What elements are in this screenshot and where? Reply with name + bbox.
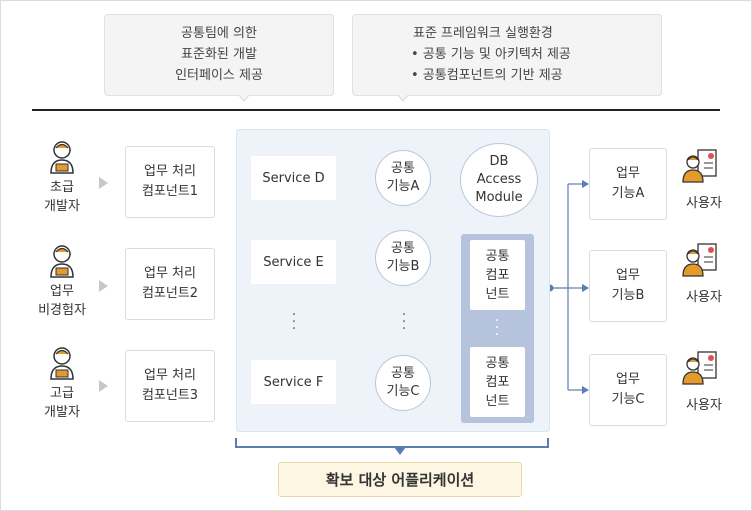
user-label: 사용자 — [686, 398, 722, 413]
callout-tail — [397, 94, 409, 102]
developer-row-1: 초급 개발자 — [32, 140, 92, 216]
arrow-right-icon — [99, 177, 108, 189]
developer-label: 고급 개발자 — [44, 386, 80, 420]
callout-framework-runtime: 표준 프레임워크 실행환경 • 공통 기능 및 아키텍처 제공 • 공통컴포넌트… — [352, 14, 662, 102]
user-document-icon — [682, 243, 717, 277]
callout-tail — [238, 94, 250, 102]
callout-line: • 공통컴포넌트의 기반 제공 — [411, 68, 563, 83]
ellipsis-vertical: ··· — [494, 313, 500, 343]
developer-row-2: 업무 비경험자 — [32, 244, 92, 320]
callout-line: 공통팀에 의한 — [181, 26, 257, 41]
user-document-icon — [682, 351, 717, 385]
user-row-2: 사용자 — [678, 242, 730, 307]
developer-icon — [50, 245, 74, 278]
service-d-box: Service D — [251, 156, 336, 200]
user-row-3: 사용자 — [678, 350, 730, 415]
developer-label: 초급 개발자 — [44, 180, 80, 214]
target-application-label: 확보 대상 어플리케이션 — [278, 462, 522, 497]
callout-line: • 공통 기능 및 아키텍처 제공 — [411, 47, 571, 62]
developer-icon — [50, 141, 74, 174]
user-label: 사용자 — [686, 290, 722, 305]
user-row-1: 사용자 — [678, 148, 730, 213]
developer-row-3: 고급 개발자 — [32, 346, 92, 422]
service-e-box: Service E — [251, 240, 336, 284]
callout-standard-interface: 공통팀에 의한 표준화된 개발 인터페이스 제공 — [104, 14, 334, 102]
ellipsis-vertical: ··· — [401, 307, 407, 337]
arrow-right-icon — [99, 380, 108, 392]
developer-icon — [50, 347, 74, 380]
ellipsis-vertical: ··· — [291, 307, 297, 337]
callout-line: 인터페이스 제공 — [175, 68, 263, 83]
service-f-box: Service F — [251, 360, 336, 404]
arrow-right-icon — [99, 280, 108, 292]
callout-line: 표준화된 개발 — [181, 47, 257, 62]
callout-line: 표준 프레임워크 실행환경 — [413, 26, 553, 41]
user-document-icon — [682, 149, 717, 183]
user-label: 사용자 — [686, 196, 722, 211]
developer-label: 업무 비경험자 — [38, 284, 86, 318]
divider-line — [32, 109, 720, 111]
